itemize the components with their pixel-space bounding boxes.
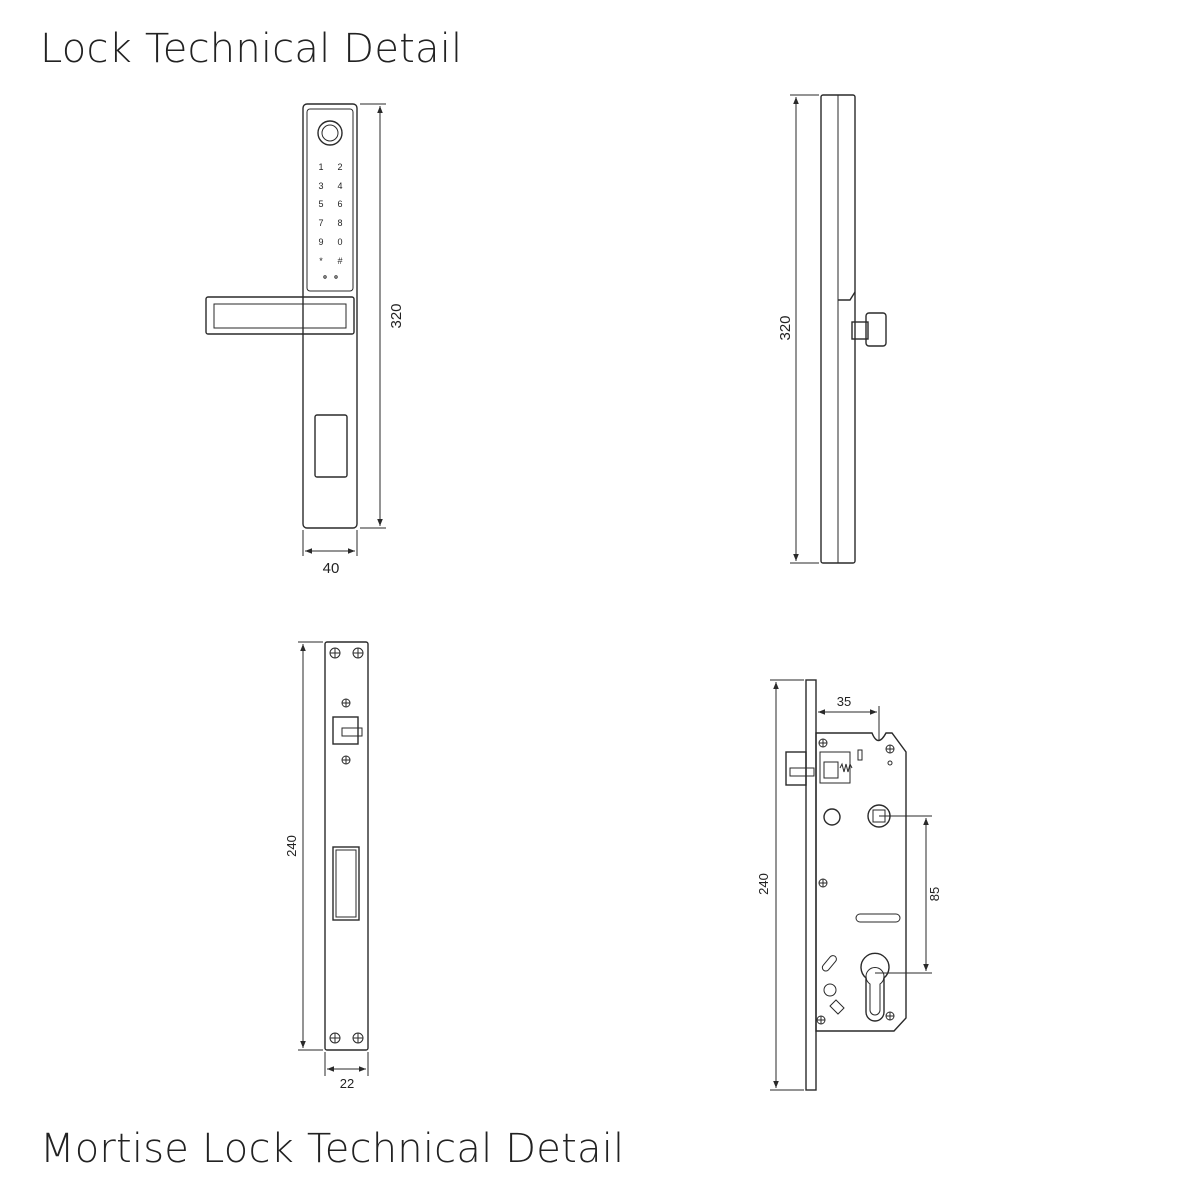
knob-stem [851,321,869,340]
fingerprint-sensor-icon [317,120,343,146]
front-view: 1 2 3 4 5 6 7 8 9 0 * # 320 40 [205,103,405,577]
mortise-view: 240 35 85 [756,679,942,1091]
key-1: 1 [318,162,323,172]
dimension-label: 240 [756,873,771,895]
key-3: 3 [318,181,323,191]
deadbolt [332,846,360,921]
key-8: 8 [337,218,342,228]
key-6: 6 [337,199,342,209]
screw-icon [818,878,828,888]
dimension-label: 240 [284,835,299,857]
screw-icon [818,738,828,748]
screw-icon [329,1032,341,1044]
screw-icon [329,647,341,659]
dimension-label: 320 [388,303,405,328]
keypad: 1 2 3 4 5 6 7 8 9 0 * # [318,162,343,279]
screw-icon [352,1032,364,1044]
section-title: Mortise Lock Technical Detail [40,1126,625,1172]
spindle-hole [823,808,841,826]
slot [855,913,901,923]
key-cover [314,414,348,478]
key-4: 4 [337,181,342,191]
key-5: 5 [318,199,323,209]
key-0: 0 [337,237,342,247]
screw-icon [341,755,351,765]
keypad-panel [306,108,354,292]
dimension-label: 22 [340,1076,354,1091]
mortise-case [815,732,907,1032]
latch-bolt [332,716,359,745]
key-9: 9 [318,237,323,247]
handle-lever [205,296,355,335]
dimension-label: 85 [927,887,942,901]
faceplate-outline [324,641,369,1051]
screw-icon [885,1011,895,1021]
knob [865,312,887,347]
dimension-label: 320 [777,315,794,340]
cylinder-hole [860,952,890,1022]
screw-icon [352,647,364,659]
faceplate-view: 240 22 [284,641,369,1091]
side-panel-edge [838,291,856,301]
screw-icon [816,1015,826,1025]
key-2: 2 [337,162,342,172]
key-7: 7 [318,218,323,228]
screw-icon [885,744,895,754]
page-title: Lock Technical Detail [40,26,463,72]
key-star: * [319,256,323,266]
screw-icon [341,698,351,708]
key-hash: # [337,256,342,266]
dimension-label: 35 [837,694,851,709]
dimension-label: 40 [323,560,340,577]
lock-body-outline [302,103,358,529]
side-view: 320 [777,94,887,564]
mortise-faceplate [805,679,817,1091]
